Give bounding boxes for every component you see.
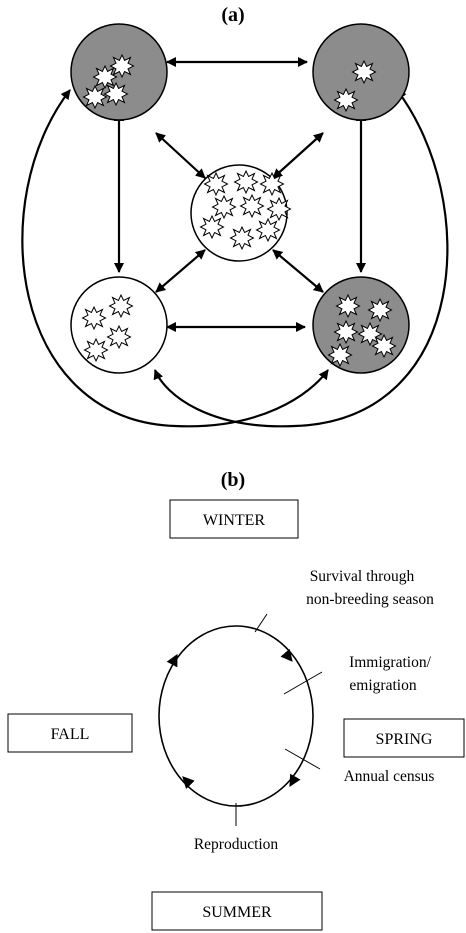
immigration-label-line1: Immigration/ [349, 654, 431, 671]
cycle-arrow-census [289, 773, 301, 788]
leader-immigration [283, 671, 323, 695]
season-box-winter: WINTER [169, 499, 299, 539]
immigration-label-line2: emigration [349, 677, 416, 694]
panel-b-label: (b) [221, 469, 245, 491]
curved-arrow-topleft-to-bottomright [21, 89, 329, 428]
arrow-center-bottomright [272, 249, 324, 293]
season-box-spring: SPRING [343, 718, 465, 758]
season-label-fall: FALL [51, 726, 90, 743]
season-label-summer: SUMMER [202, 904, 272, 921]
survival-label-line2: non-breeding season [306, 591, 434, 608]
leader-survival [254, 613, 268, 633]
arrow-center-bottomleft [155, 249, 206, 293]
curved-arrow-topright-to-bottomleft [153, 89, 449, 428]
cycle-arrow-reproduction [182, 776, 195, 789]
season-label-spring: SPRING [376, 731, 433, 748]
reproduction-label: Reproduction [194, 836, 279, 853]
leader-census [284, 748, 321, 770]
annual-cycle-ellipse [158, 625, 314, 807]
census-label: Annual census [344, 768, 435, 785]
arrow-topleft-center [155, 132, 206, 179]
season-label-winter: WINTER [203, 512, 266, 529]
patch-center [190, 164, 291, 262]
season-box-fall: FALL [7, 713, 133, 753]
patch-bottom-right [312, 276, 410, 374]
patch-top-right [312, 23, 410, 121]
season-box-summer: SUMMER [151, 891, 323, 931]
patch-bottom-left [70, 276, 168, 374]
survival-label-line1: Survival through [310, 568, 415, 585]
arrow-topright-center [272, 132, 324, 179]
patch-top-left [70, 23, 168, 121]
panel-a-label: (a) [221, 4, 244, 26]
